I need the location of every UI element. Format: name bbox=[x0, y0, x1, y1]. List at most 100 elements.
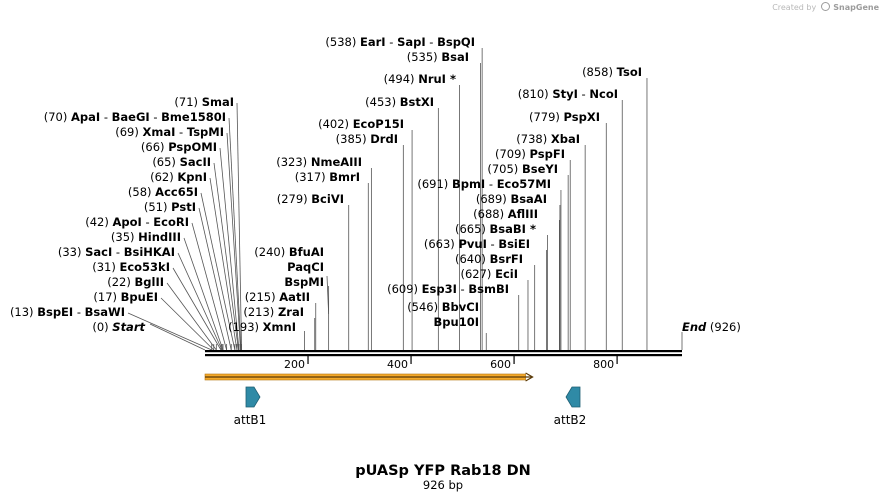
site-label-bglii[interactable]: (22) BglII bbox=[107, 275, 164, 289]
site-label-bbvci[interactable]: (546) BbvCI bbox=[407, 300, 479, 314]
site-leader-line bbox=[209, 177, 238, 351]
enzyme-separator: - bbox=[175, 125, 186, 139]
end-label: End (926) bbox=[682, 320, 741, 334]
axis-tick-label: 400 bbox=[387, 358, 408, 371]
site-position: (402) bbox=[318, 117, 353, 131]
enzyme-name: BmrI bbox=[329, 170, 360, 184]
site-position: (193) bbox=[228, 320, 263, 334]
site-labels-group: (13) BspEI - BsaWI(17) BpuEI(22) BglII(3… bbox=[10, 35, 642, 334]
site-position: (640) bbox=[455, 252, 490, 266]
site-label-zrai[interactable]: (213) ZraI bbox=[243, 305, 304, 319]
site-position: (627) bbox=[461, 267, 496, 281]
attB2-feature-arrow[interactable] bbox=[565, 386, 581, 408]
site-label-bpuei[interactable]: (17) BpuEI bbox=[93, 290, 158, 304]
site-label-afliii[interactable]: (688) AflIII bbox=[473, 207, 538, 221]
enzyme-name: NruI bbox=[418, 72, 446, 86]
site-label-drdi[interactable]: (385) DrdI bbox=[336, 132, 398, 146]
site-label-nmeaiii[interactable]: (323) NmeAIII bbox=[276, 155, 362, 169]
site-label-bspei[interactable]: (13) BspEI - BsaWI bbox=[10, 305, 125, 319]
site-label-pspomi[interactable]: (66) PspOMI bbox=[141, 140, 217, 154]
enzyme-name: BspEI bbox=[37, 305, 73, 319]
site-label-nrui[interactable]: (494) NruI * bbox=[384, 72, 456, 86]
enzyme-name: Bme1580I bbox=[161, 110, 226, 124]
site-position: (546) bbox=[407, 300, 442, 314]
site-label-bpu10i[interactable]: Bpu10I bbox=[434, 315, 479, 329]
enzyme-name: HindIII bbox=[138, 230, 181, 244]
enzyme-separator: - bbox=[386, 35, 397, 49]
site-label-bsabi[interactable]: (665) BsaBI * bbox=[455, 222, 536, 236]
enzyme-name: ZraI bbox=[278, 305, 304, 319]
site-position: (51) bbox=[144, 200, 171, 214]
site-label-saci[interactable]: (33) SacI - BsiHKAI bbox=[58, 245, 175, 259]
site-label-bpmi[interactable]: (691) BpmI - Eco57MI bbox=[417, 177, 551, 191]
enzyme-name: SmaI bbox=[202, 95, 234, 109]
site-label-tsoi[interactable]: (858) TsoI bbox=[582, 65, 642, 79]
enzyme-name: EarI bbox=[360, 35, 386, 49]
site-label-hindiii[interactable]: (35) HindIII bbox=[111, 230, 181, 244]
site-label-bcivi[interactable]: (279) BciVI bbox=[277, 192, 344, 206]
enzyme-name: NcoI bbox=[589, 87, 618, 101]
site-label-sacii[interactable]: (65) SacII bbox=[152, 155, 211, 169]
site-label-smai[interactable]: (71) SmaI bbox=[174, 95, 234, 109]
site-label-pspfi[interactable]: (709) PspFI bbox=[495, 147, 565, 161]
site-label-ecop15i[interactable]: (402) EcoP15I bbox=[318, 117, 404, 131]
site-label-xmni[interactable]: (193) XmnI bbox=[228, 320, 296, 334]
enzyme-name: BfuAI bbox=[289, 245, 324, 259]
site-position: (70) bbox=[44, 110, 71, 124]
site-label-bsrfi[interactable]: (640) BsrFI bbox=[455, 252, 523, 266]
site-position: (31) bbox=[92, 260, 119, 274]
site-label-bstxi[interactable]: (453) BstXI bbox=[365, 95, 434, 109]
start-name: Start bbox=[112, 320, 145, 334]
backbone[interactable] bbox=[205, 350, 682, 357]
site-label-paqci[interactable]: PaqCI bbox=[287, 260, 324, 274]
enzyme-name: XmaI bbox=[143, 125, 176, 139]
enzyme-separator: - bbox=[112, 245, 123, 259]
enzyme-name: EcoRI bbox=[153, 215, 189, 229]
site-label-bspmi[interactable]: BspMI bbox=[284, 275, 324, 289]
site-position: (42) bbox=[85, 215, 112, 229]
site-label-psti[interactable]: (51) PstI bbox=[144, 200, 196, 214]
site-leader-line bbox=[160, 297, 215, 351]
enzyme-name: BpuEI bbox=[121, 290, 158, 304]
site-position: (858) bbox=[582, 65, 617, 79]
site-label-bseyi[interactable]: (705) BseYI bbox=[487, 162, 558, 176]
site-label-aatii[interactable]: (215) AatII bbox=[245, 290, 310, 304]
enzyme-name: DrdI bbox=[370, 132, 398, 146]
site-label-esp3i[interactable]: (609) Esp3I - BsmBI bbox=[387, 282, 509, 296]
site-label-bsai[interactable]: (535) BsaI bbox=[407, 50, 469, 64]
enzyme-name: BciVI bbox=[311, 192, 344, 206]
site-leader-line bbox=[326, 275, 330, 315]
site-label-bfuai[interactable]: (240) BfuAI bbox=[254, 245, 324, 259]
end-name: End bbox=[682, 320, 707, 334]
enzyme-name: PspXI bbox=[564, 110, 600, 124]
enzyme-name: PvuI bbox=[458, 237, 486, 251]
site-position: (69) bbox=[115, 125, 142, 139]
site-label-bsaai[interactable]: (689) BsaAI bbox=[476, 192, 547, 206]
site-label-acc65i[interactable]: (58) Acc65I bbox=[128, 185, 198, 199]
enzyme-name: XmnI bbox=[263, 320, 296, 334]
site-label-xbai[interactable]: (738) XbaI bbox=[516, 132, 580, 146]
enzyme-name: BsaWI bbox=[85, 305, 125, 319]
enzyme-name: PspFI bbox=[530, 147, 565, 161]
site-label-pspxi[interactable]: (779) PspXI bbox=[529, 110, 600, 124]
attB1-feature-arrow[interactable] bbox=[245, 386, 261, 408]
enzyme-name: Acc65I bbox=[155, 185, 198, 199]
enzyme-name: StyI bbox=[552, 87, 578, 101]
site-label-styi[interactable]: (810) StyI - NcoI bbox=[518, 87, 618, 101]
site-label-bmri[interactable]: (317) BmrI bbox=[295, 170, 360, 184]
site-label-kpni[interactable]: (62) KpnI bbox=[150, 170, 207, 184]
site-label-apai[interactable]: (70) ApaI - BaeGI - Bme1580I bbox=[44, 110, 226, 124]
site-position: (494) bbox=[384, 72, 419, 86]
end-position: (926) bbox=[706, 320, 741, 334]
site-label-eari[interactable]: (538) EarI - SapI - BspQI bbox=[325, 35, 475, 49]
site-label-apoi[interactable]: (42) ApoI - EcoRI bbox=[85, 215, 189, 229]
site-label-ecii[interactable]: (627) EciI bbox=[461, 267, 519, 281]
enzyme-name: SacI bbox=[85, 245, 112, 259]
site-label-pvui[interactable]: (663) PvuI - BsiEI bbox=[424, 237, 530, 251]
site-label-xmai[interactable]: (69) XmaI - TspMI bbox=[115, 125, 224, 139]
site-label-eco53ki[interactable]: (31) Eco53kI bbox=[92, 260, 170, 274]
snapgene-logo-icon bbox=[820, 2, 830, 11]
site-leader-line bbox=[200, 192, 236, 351]
enzyme-name: BsaI bbox=[441, 50, 469, 64]
